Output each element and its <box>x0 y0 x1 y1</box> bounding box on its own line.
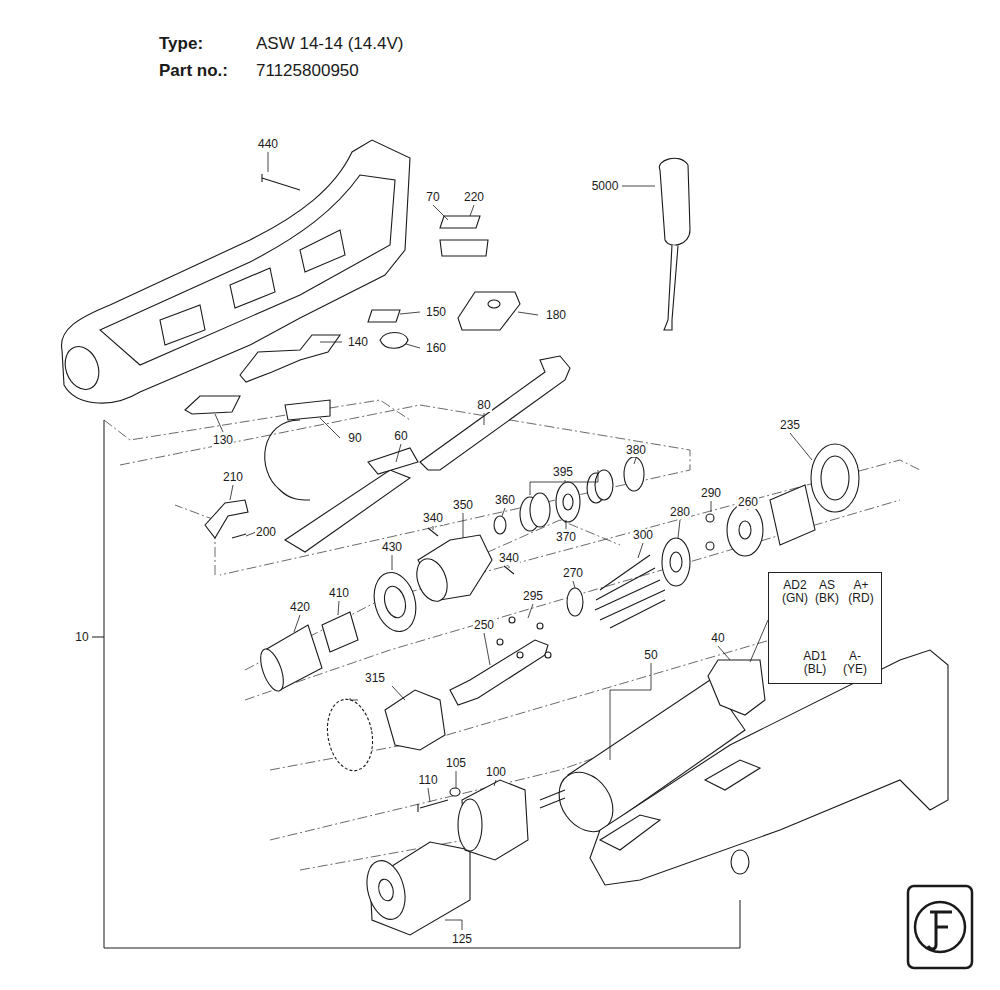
parts <box>59 140 948 935</box>
group-bracket <box>104 420 740 948</box>
callout-number: 250 <box>473 619 495 632</box>
callout-number: 340 <box>498 552 520 565</box>
callout-number: 5000 <box>591 180 620 193</box>
callout-number: 360 <box>494 494 516 507</box>
callout-number: 280 <box>669 506 691 519</box>
pin-name: AD2 (GN) <box>777 579 813 605</box>
callout-number: 10 <box>74 631 89 644</box>
callout-number: 150 <box>425 306 447 319</box>
pin-name: A+ (RD) <box>843 579 879 605</box>
callout-number: 110 <box>417 774 438 787</box>
callout-number: 350 <box>452 499 474 512</box>
callout-number: 90 <box>347 432 362 445</box>
callout-number: 340 <box>422 512 444 525</box>
callout-number: 180 <box>545 309 567 322</box>
callout-number: 430 <box>381 541 403 554</box>
header-text: 71125800950 <box>255 61 360 81</box>
callout-number: 315 <box>364 672 386 685</box>
pin-table: AD2 (GN)AS (BK)A+ (RD) AD1 (BL)A- (YE) <box>768 572 882 684</box>
callout-number: 380 <box>625 444 647 457</box>
callout-number: 220 <box>463 191 485 204</box>
callout-number: 130 <box>212 434 234 447</box>
callout-number: 370 <box>555 531 577 544</box>
callout-number: 160 <box>425 342 447 355</box>
callout-number: 40 <box>710 632 725 645</box>
callout-number: 395 <box>552 466 574 479</box>
callout-number: 70 <box>425 191 440 204</box>
callout-number: 80 <box>476 399 491 412</box>
header-text: ASW 14-14 (14.4V) <box>255 34 404 54</box>
header-text: Part no.: <box>158 61 229 81</box>
callout-number: 440 <box>257 138 279 151</box>
callout-number: 420 <box>289 601 311 614</box>
callout-number: 140 <box>347 336 369 349</box>
leader-lines <box>215 152 812 930</box>
callout-number: 270 <box>562 567 584 580</box>
pin-name: AS (BK) <box>809 579 845 605</box>
callout-number: 60 <box>393 430 408 443</box>
callout-number: 125 <box>451 933 473 946</box>
callout-number: 105 <box>445 757 467 770</box>
callout-number: 50 <box>643 649 658 662</box>
callout-number: 235 <box>779 419 801 432</box>
callout-number: 290 <box>700 487 722 500</box>
brand-logo <box>908 886 972 968</box>
callout-number: 295 <box>522 590 544 603</box>
pin-name: A- (YE) <box>837 650 873 676</box>
callout-number: 100 <box>485 766 507 779</box>
pin-name: AD1 (BL) <box>797 650 833 676</box>
callout-number: 300 <box>632 529 654 542</box>
callout-number: 260 <box>737 496 759 509</box>
callout-number: 200 <box>255 526 277 539</box>
callout-number: 410 <box>328 587 350 600</box>
header-text: Type: <box>158 34 204 54</box>
callout-number: 210 <box>222 471 244 484</box>
